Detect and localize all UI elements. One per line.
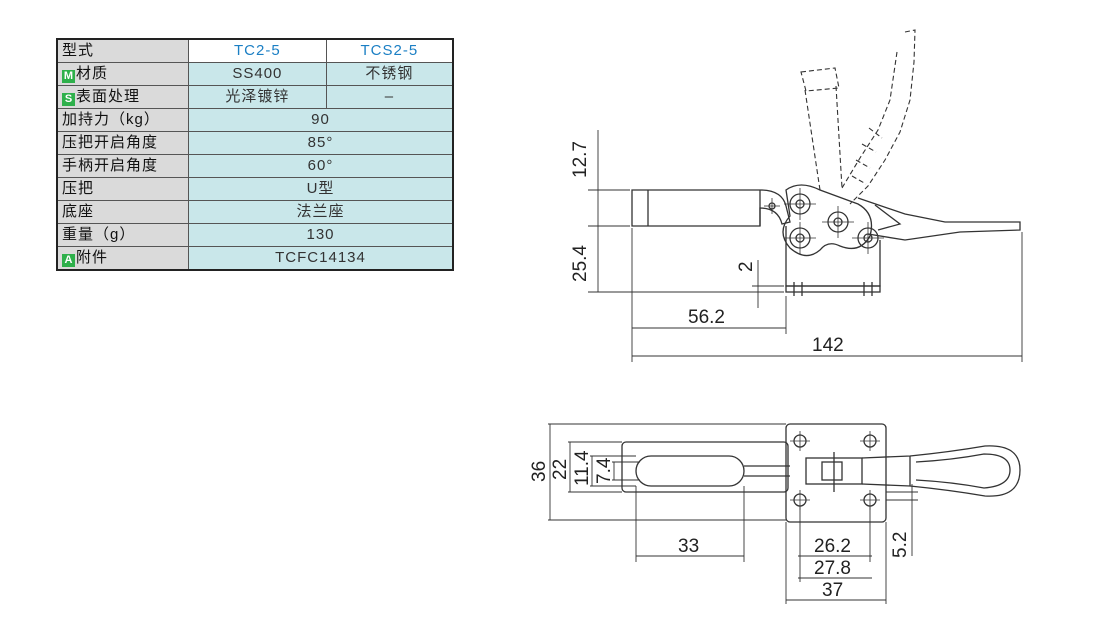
base-value: 法兰座: [188, 200, 454, 224]
dim-5-2: 5.2: [890, 532, 911, 558]
dim-2: 2: [736, 261, 757, 272]
weight-label: 重量（g）: [56, 223, 189, 247]
dim-27-8: 27.8: [814, 558, 851, 579]
table-row-holding-force: 加持力（kg） 90: [56, 108, 454, 132]
dim-33: 33: [678, 536, 699, 557]
handle-loop: [861, 445, 1021, 497]
model-tcs2-5: TCS2-5: [325, 38, 454, 63]
material-value-1: SS400: [188, 62, 327, 86]
base-flange: [785, 285, 881, 293]
u-bar-outline: [621, 441, 789, 493]
dim-37: 37: [822, 580, 843, 601]
dim-26-2: 26.2: [814, 536, 851, 557]
dim-12-7: 12.7: [570, 141, 591, 178]
top-dimensions: [548, 423, 918, 604]
table-row-weight: 重量（g） 130: [56, 223, 454, 247]
clamp-handle: [857, 197, 1021, 241]
side-view-drawing: 12.7 25.4 2 56.2 142: [570, 29, 1023, 362]
model-label: 型式: [56, 38, 189, 63]
bar-slot: [635, 455, 745, 487]
dim-7-4: 7.4: [594, 457, 615, 484]
accessory-label: 附件: [76, 249, 109, 266]
holding-force-label: 加持力（kg）: [56, 108, 189, 132]
dim-56-2: 56.2: [688, 307, 725, 328]
bar-angle-value: 85°: [188, 131, 454, 155]
material-badge-icon: M: [62, 70, 75, 83]
surface-value-2: –: [325, 85, 454, 109]
material-value-2: 不锈钢: [325, 62, 454, 86]
table-row-model: 型式 TC2-5 TCS2-5: [56, 38, 454, 63]
handle-angle-value: 60°: [188, 154, 454, 178]
material-label: 材质: [76, 65, 109, 82]
table-row-base: 底座 法兰座: [56, 200, 454, 224]
surface-label: 表面处理: [76, 88, 141, 105]
holding-force-value: 90: [188, 108, 454, 132]
dim-36: 36: [529, 461, 550, 482]
table-row-bar-angle: 压把开启角度 85°: [56, 131, 454, 155]
dim-11-4: 11.4: [572, 450, 593, 486]
surface-value-1: 光泽镀锌: [188, 85, 327, 109]
base-plate: [785, 423, 887, 523]
accessory-value: TCFC14134: [188, 246, 454, 271]
accessory-badge-icon: A: [62, 254, 75, 267]
dim-22: 22: [550, 459, 571, 480]
base-label: 底座: [56, 200, 189, 224]
clamp-bar: [631, 189, 791, 227]
bar-angle-label: 压把开启角度: [56, 131, 189, 155]
weight-value: 130: [188, 223, 454, 247]
handle-angle-label: 手柄开启角度: [56, 154, 189, 178]
side-dimensions: [588, 130, 1023, 362]
linkage-arm: [782, 184, 873, 257]
bar-type-label: 压把: [56, 177, 189, 201]
surface-badge-icon: S: [62, 93, 75, 106]
dim-142: 142: [812, 335, 844, 356]
open-position-outline: [800, 29, 916, 205]
dim-25-4: 25.4: [570, 245, 591, 282]
table-row-handle-angle: 手柄开启角度 60°: [56, 154, 454, 178]
